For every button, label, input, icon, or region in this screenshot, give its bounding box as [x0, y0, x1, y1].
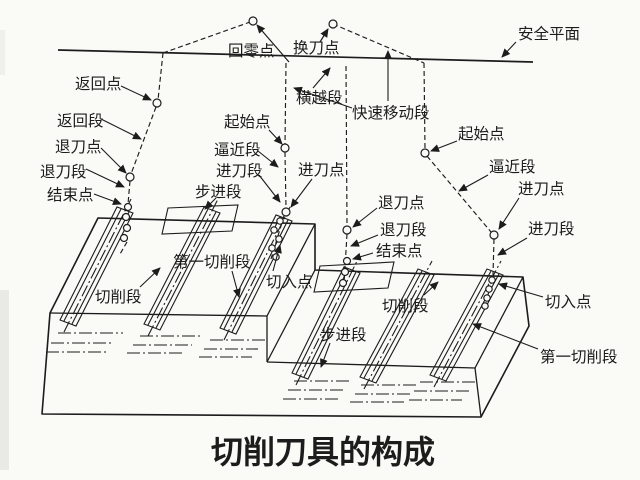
- return-point-node: [152, 98, 162, 108]
- leader-end-point-left: [93, 193, 122, 205]
- start-point-mid-node: [280, 143, 290, 153]
- leader-retract-point-left: [100, 147, 127, 174]
- groove-right-3: [429, 260, 504, 388]
- leader-rapid-1: [293, 86, 353, 109]
- groove-right-2: [359, 260, 435, 390]
- grooves: [46, 198, 504, 403]
- label-start-point-right: 起始点: [458, 125, 505, 143]
- step-over-pad-left: [161, 204, 239, 235]
- tool-change-node: [328, 19, 338, 29]
- label-cutting-segment-left: 切削段: [95, 288, 142, 306]
- safety-plane-line: [57, 49, 534, 63]
- leader-end-point-mid: [352, 252, 374, 261]
- leader-cut-in-point-right: [498, 282, 544, 298]
- leader-first-cut-left: [231, 270, 241, 298]
- retract-point-mid-node: [342, 225, 352, 235]
- leader-safety-plane: [501, 41, 517, 58]
- path-point-circles: [119, 16, 499, 310]
- leader-step-segment-left: [204, 197, 217, 210]
- path-mid-descent: [270, 62, 287, 260]
- label-approach-segment-mid: 逼近段: [214, 141, 261, 159]
- label-retract-segment-left: 退刀段: [40, 163, 87, 181]
- label-cutting-segment-right: 切削段: [382, 297, 429, 315]
- leader-return-point: [120, 85, 152, 101]
- label-first-cutting-segment-left: 第一切削段: [173, 253, 251, 271]
- page-edge-artifacts: [0, 30, 9, 470]
- leader-feed-point-right: [498, 197, 520, 230]
- path-direction-arrows: [256, 24, 329, 63]
- leader-approach-segment-mid: [257, 150, 279, 168]
- label-home-point: 回零点: [228, 42, 275, 60]
- leader-step-segment-right: [320, 342, 331, 368]
- feed-point-mid-node: [281, 207, 291, 217]
- label-start-point-mid: 起始点: [224, 113, 271, 131]
- diagram-title: 切削刀具的构成: [211, 434, 435, 470]
- leader-feed-segment-mid: [258, 174, 281, 203]
- leader-cut-in-point-mid: [272, 244, 282, 272]
- label-cut-in-point-right: 切入点: [545, 293, 592, 311]
- home-point-node: [248, 16, 258, 26]
- label-rapid-move-segment: 快速移动段: [352, 104, 430, 122]
- leader-retract-point-mid: [352, 207, 378, 228]
- label-feed-segment-mid: 进刀段: [216, 162, 263, 180]
- feed-point-right-node: [489, 230, 499, 240]
- retract-point-left-node: [125, 172, 135, 182]
- label-cut-in-point-mid: 切入点: [266, 273, 313, 291]
- label-return-segment: 返回段: [57, 112, 104, 130]
- groove-left-2: [143, 198, 221, 337]
- leader-start-point-right: [430, 140, 458, 152]
- leader-cut-segment-left: [139, 267, 161, 288]
- step-over-pad-right: [313, 261, 395, 293]
- leader-traverse-segment: [312, 67, 331, 89]
- leader-feed-segment-right: [497, 237, 528, 256]
- label-return-point: 返回点: [75, 75, 122, 93]
- home-point-arrow: [256, 24, 290, 63]
- label-safety-plane: 安全平面: [518, 25, 580, 43]
- label-traverse-segment: 横越段: [296, 89, 343, 107]
- label-retract-point-left: 退刀点: [55, 138, 102, 156]
- labels: 安全平面 回零点 换刀点 横越段 快速移动段 返回点 返回段 退刀点 退刀段 结…: [40, 25, 618, 366]
- groove-right-1: [291, 258, 361, 386]
- leader-first-cut-right: [472, 323, 539, 350]
- label-retract-point-mid: 退刀点: [378, 194, 425, 212]
- leader-return-segment: [100, 118, 142, 140]
- leader-cut-segment-right: [423, 281, 439, 296]
- label-first-cutting-segment-right: 第一切削段: [540, 348, 618, 366]
- leader-retract-segment-mid: [350, 234, 379, 247]
- label-feed-point-right: 进刀点: [518, 180, 565, 198]
- groove-front-marks: [46, 332, 477, 403]
- leader-approach-segment-right: [458, 174, 489, 192]
- label-step-segment-right: 步进段: [320, 326, 367, 344]
- tool-paths: [119, 20, 495, 309]
- label-end-point-left: 结束点: [47, 186, 94, 204]
- label-tool-change-point: 换刀点: [293, 39, 340, 57]
- path-home-tool-change: [162, 20, 425, 64]
- groove-left-1: [59, 198, 134, 333]
- leader-start-point-mid: [268, 129, 283, 145]
- label-approach-segment-right: 逼近段: [489, 158, 536, 176]
- leader-retract-segment-left: [85, 168, 125, 188]
- label-feed-segment-right: 进刀段: [528, 220, 575, 238]
- label-feed-point-mid: 进刀点: [298, 161, 345, 179]
- label-retract-segment-mid: 退刀段: [380, 221, 427, 239]
- leader-feed-point-mid: [290, 178, 313, 208]
- tool-change-arrow: [319, 28, 329, 43]
- start-point-right-node: [420, 148, 430, 158]
- label-end-point-mid: 结束点: [376, 242, 423, 260]
- path-right-descent: [423, 62, 495, 309]
- label-leaders: [85, 41, 544, 368]
- label-step-segment-left: 步进段: [195, 183, 242, 201]
- path-return-left: [119, 52, 164, 255]
